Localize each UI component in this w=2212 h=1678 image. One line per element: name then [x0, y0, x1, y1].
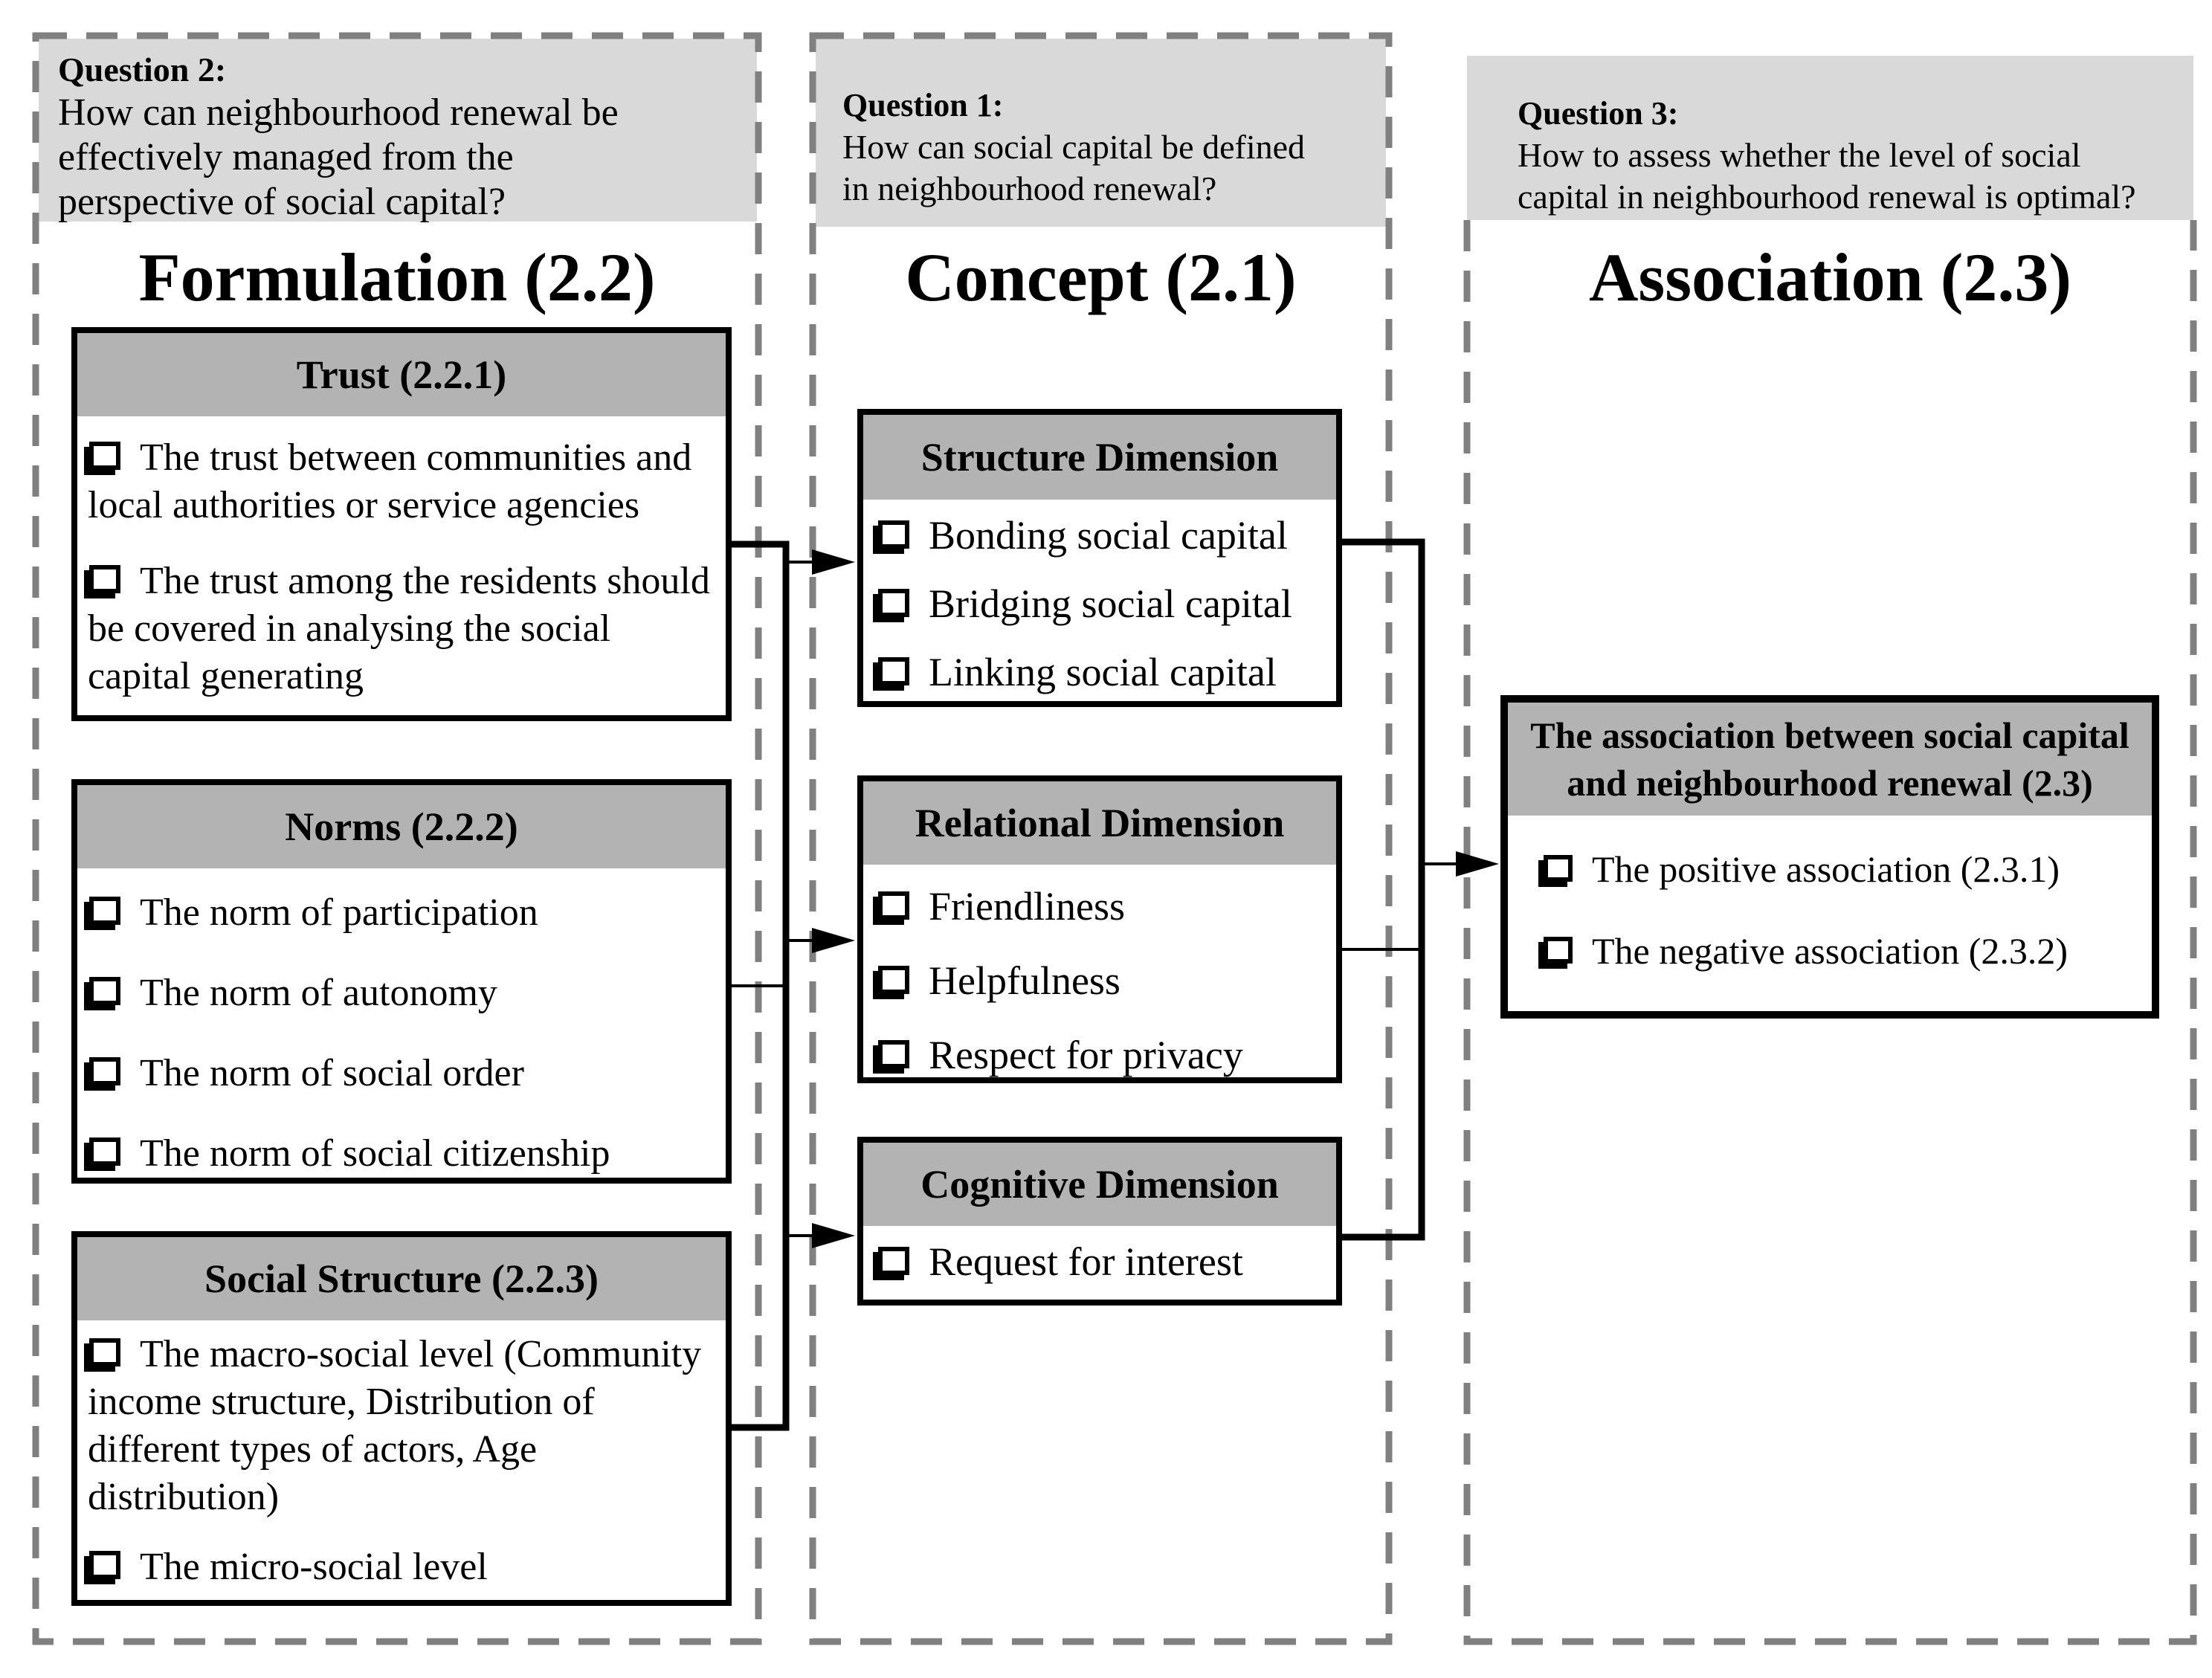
structure-dimension-body: Bonding social capital Bridging social c… [863, 500, 1336, 696]
list-item: Bonding social capital [877, 512, 1329, 559]
list-item: Request for interest [877, 1238, 1329, 1285]
arrowhead-cognitive-dimension [812, 1223, 855, 1248]
question-1-box: Question 1: How can social capital be de… [816, 39, 1386, 227]
list-item-text: The norm of social citizenship [140, 1132, 610, 1175]
list-item-text: The norm of social order [140, 1052, 524, 1094]
association-header-line: and neighbourhood renewal (2.3) [1567, 762, 2093, 804]
column-title-association: Association (2.3) [1588, 239, 2072, 315]
arrowhead-association [1456, 851, 1499, 877]
list-item: The negative association (2.3.2) [1542, 927, 2144, 975]
list-item: The norm of social citizenship [88, 1130, 718, 1178]
checkbox-icon [89, 1057, 120, 1085]
relational-dimension-header: Relational Dimension [863, 781, 1336, 865]
question-3-box: Question 3: How to assess whether the le… [1467, 56, 2193, 220]
checkbox-icon [89, 1138, 120, 1166]
list-item: Friendliness [877, 882, 1329, 930]
left-bus-line [732, 540, 790, 1431]
checkbox-icon [89, 1551, 120, 1579]
question-2-box: Question 2: How can neighbourhood renewa… [39, 39, 757, 223]
checkbox-icon [878, 589, 909, 617]
checkbox-icon [878, 657, 909, 685]
social-structure-box-header: Social Structure (2.2.3) [77, 1237, 726, 1320]
trust-box-body: The trust between communities and local … [77, 416, 726, 700]
list-item: The trust between communities and local … [88, 434, 718, 529]
question-2-label: Question 2: [58, 51, 227, 88]
column-title-concept: Concept (2.1) [905, 239, 1297, 315]
arrowhead-relational-dimension [812, 928, 855, 953]
question-1-line: How can social capital be defined [842, 128, 1306, 166]
relational-dimension-body: Friendliness Helpfulness Respect for pri… [863, 865, 1336, 1079]
list-item: The trust among the residents should be … [88, 558, 718, 700]
norms-box: Norms (2.2.2) The norm of participation … [71, 779, 732, 1184]
list-item: The positive association (2.3.1) [1542, 845, 2144, 893]
checkbox-icon [89, 1338, 120, 1366]
question-2-line: How can neighbourhood renewal be [58, 91, 619, 134]
list-item-text: The norm of participation [140, 891, 538, 934]
list-item-text: The positive association (2.3.1) [1592, 848, 2060, 890]
list-item: The macro-social level (Community income… [88, 1331, 718, 1521]
association-box-header: The association between social capital a… [1508, 703, 2152, 816]
trust-box-header: Trust (2.2.1) [77, 333, 726, 416]
question-3-label: Question 3: [1518, 95, 1679, 132]
list-item: The norm of autonomy [88, 969, 718, 1017]
arrowhead-structure-dimension [812, 549, 855, 575]
list-item-text: The micro-social level [140, 1546, 488, 1588]
list-item: Helpfulness [877, 957, 1329, 1004]
structure-dimension-box: Structure Dimension Bonding social capit… [857, 409, 1342, 707]
cognitive-dimension-header: Cognitive Dimension [863, 1143, 1336, 1226]
checkbox-icon [89, 977, 120, 1005]
question-1-label: Question 1: [842, 87, 1004, 123]
relational-dimension-box: Relational Dimension Friendliness Helpfu… [857, 775, 1342, 1083]
question-3-line: capital in neighbourhood renewal is opti… [1518, 178, 2136, 216]
checkbox-icon [878, 1247, 909, 1275]
list-item: Linking social capital [877, 648, 1329, 696]
question-1-line: in neighbourhood renewal? [842, 170, 1217, 207]
norms-box-header: Norms (2.2.2) [77, 785, 726, 868]
list-item-text: Bridging social capital [929, 581, 1292, 626]
checkbox-icon [1544, 855, 1573, 882]
right-bus-line [1342, 538, 1425, 1241]
list-item-text: Bonding social capital [929, 513, 1288, 558]
list-item: Respect for privacy [877, 1031, 1329, 1079]
social-structure-box: Social Structure (2.2.3) The macro-socia… [71, 1231, 732, 1606]
list-item-text: The trust among the residents should be … [88, 560, 710, 697]
list-item-text: The norm of autonomy [140, 972, 497, 1014]
social-structure-box-body: The macro-social level (Community income… [77, 1320, 726, 1591]
structure-dimension-header: Structure Dimension [863, 415, 1336, 500]
list-item-text: Request for interest [929, 1239, 1243, 1284]
trust-box: Trust (2.2.1) The trust between communit… [71, 327, 732, 721]
checkbox-icon [878, 966, 909, 994]
list-item: Bridging social capital [877, 580, 1329, 627]
question-2-line: perspective of social capital? [58, 181, 506, 223]
list-item: The norm of participation [88, 889, 718, 937]
checkbox-icon [878, 1040, 909, 1068]
list-item-text: Helpfulness [929, 958, 1120, 1003]
checkbox-icon [878, 891, 909, 920]
checkbox-icon [89, 897, 120, 925]
list-item-text: Friendliness [929, 884, 1125, 929]
question-3-line: How to assess whether the level of socia… [1518, 136, 2081, 174]
checkbox-icon [89, 565, 120, 593]
question-2-line: effectively managed from the [58, 136, 514, 178]
cognitive-dimension-body: Request for interest [863, 1226, 1336, 1285]
association-box: The association between social capital a… [1500, 695, 2159, 1019]
list-item-text: Respect for privacy [929, 1033, 1243, 1077]
cognitive-dimension-box: Cognitive Dimension Request for interest [857, 1137, 1342, 1306]
list-item-text: The trust between communities and local … [88, 436, 692, 526]
list-item: The norm of social order [88, 1050, 718, 1097]
column-title-formulation: Formulation (2.2) [138, 239, 656, 315]
association-header-line: The association between social capital [1530, 714, 2129, 756]
checkbox-icon [1544, 937, 1573, 964]
association-box-body: The positive association (2.3.1) The neg… [1508, 816, 2152, 975]
list-item-text: The macro-social level (Community income… [88, 1333, 702, 1518]
norms-box-body: The norm of participation The norm of au… [77, 868, 726, 1178]
checkbox-icon [878, 520, 909, 549]
list-item-text: Linking social capital [929, 650, 1277, 694]
checkbox-icon [89, 442, 120, 470]
list-item-text: The negative association (2.3.2) [1592, 930, 2068, 972]
list-item: The micro-social level [88, 1543, 718, 1591]
